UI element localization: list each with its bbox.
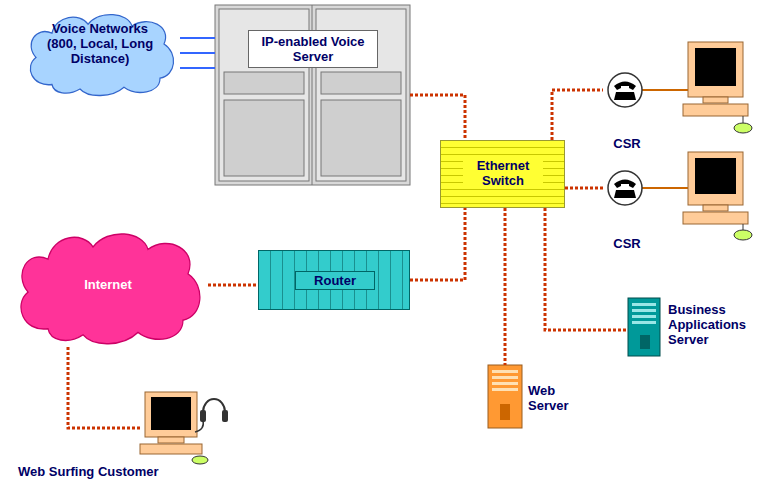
router: Router	[258, 250, 410, 310]
node-label: Web Surfing Customer	[18, 464, 159, 479]
csr-workstation	[608, 42, 752, 133]
link-line	[565, 187, 603, 190]
network-cloud: Voice Networks (800, Local, Long Distanc…	[20, 8, 180, 98]
link-line	[68, 347, 140, 428]
server-node: Business Applications Server	[628, 298, 770, 360]
server-cabinet	[215, 5, 410, 185]
link-line	[208, 284, 258, 287]
link-line	[504, 208, 507, 365]
internet-cloud	[21, 234, 200, 344]
link-line	[410, 208, 465, 280]
node-label: Ethernet Switch	[463, 157, 543, 189]
csr-station: CSR	[603, 150, 753, 250]
node-label: CSR	[609, 136, 645, 151]
csr-workstation	[608, 152, 752, 240]
internet-cloud: Internet	[8, 225, 208, 347]
voice-cloud	[30, 15, 173, 96]
server-tower	[488, 365, 522, 428]
node-label: Internet	[58, 277, 158, 292]
csr-station: CSR	[603, 42, 753, 150]
link-line	[410, 95, 465, 140]
server-node: Web Server	[488, 365, 588, 429]
node-label: Web Server	[528, 383, 586, 413]
network-link	[545, 208, 628, 330]
link-line	[180, 52, 215, 54]
network-link	[208, 285, 258, 286]
network-link	[410, 95, 465, 140]
link-line	[180, 37, 215, 39]
network-link	[565, 188, 603, 189]
server-tower	[628, 298, 660, 356]
node-label: Router	[295, 271, 375, 290]
node-label: CSR	[609, 236, 645, 251]
network-link	[552, 90, 603, 140]
network-link	[505, 208, 506, 365]
node-label: IP-enabled Voice Server	[248, 30, 378, 68]
network-link	[180, 38, 215, 68]
network-link	[68, 347, 140, 428]
customer-pc	[140, 392, 228, 464]
link-line	[545, 208, 628, 330]
link-line	[552, 90, 603, 140]
voice-server: IP-enabled Voice Server	[215, 5, 410, 185]
ethernet-switch: Ethernet Switch	[440, 140, 565, 208]
customer-station: Web Surfing Customer	[140, 390, 220, 464]
node-label: Business Applications Server	[668, 302, 768, 347]
node-label: Voice Networks (800, Local, Long Distanc…	[40, 21, 160, 66]
link-line	[180, 67, 215, 69]
network-link	[410, 208, 465, 280]
